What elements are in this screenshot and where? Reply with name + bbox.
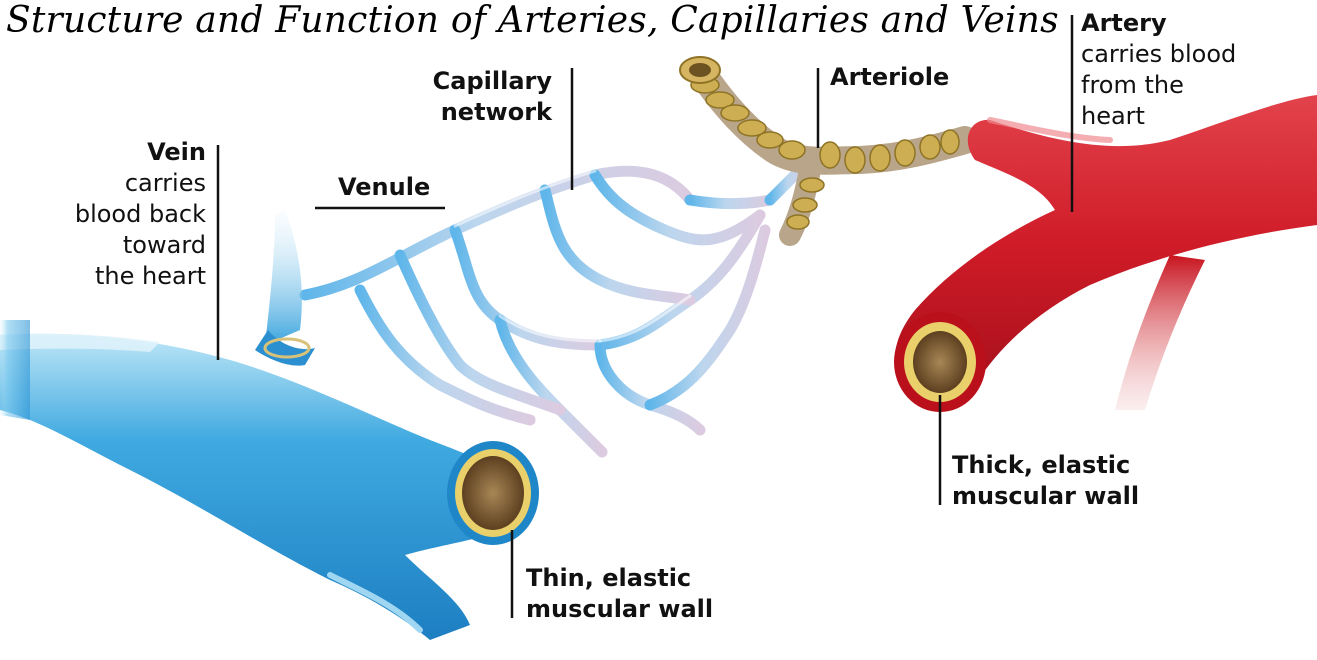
capillary-label-line: network <box>400 97 552 128</box>
artery-desc-line: from the <box>1081 70 1236 101</box>
diagram-title: Structure and Function of Arteries, Capi… <box>6 0 1059 41</box>
vein-wall-line: muscular wall <box>526 594 713 625</box>
artery-desc-line: carries blood <box>1081 39 1236 70</box>
vein-wall-label: Thin, elastic muscular wall <box>526 563 713 625</box>
vein-desc-line: toward <box>20 230 206 261</box>
vein-label: Vein carries blood back toward the heart <box>20 137 206 292</box>
artery-label-name: Artery <box>1081 8 1236 39</box>
artery-wall-label: Thick, elastic muscular wall <box>952 450 1139 512</box>
artery-label: Artery carries blood from the heart <box>1081 8 1236 132</box>
vein-desc-line: blood back <box>20 199 206 230</box>
artery-wall-line: Thick, elastic <box>952 450 1139 481</box>
vein-cross-section <box>447 441 539 545</box>
vein-desc-line: carries <box>20 168 206 199</box>
venule-label: Venule <box>338 172 430 203</box>
vein-label-name: Vein <box>20 137 206 168</box>
vein-desc-line: the heart <box>20 261 206 292</box>
capillary-label-line: Capillary <box>400 66 552 97</box>
arteriole-label: Arteriole <box>830 62 949 93</box>
capillary-network <box>305 160 810 452</box>
capillary-label: Capillary network <box>400 66 552 128</box>
artery-wall-line: muscular wall <box>952 481 1139 512</box>
artery-desc-line: heart <box>1081 101 1236 132</box>
vein-wall-line: Thin, elastic <box>526 563 713 594</box>
